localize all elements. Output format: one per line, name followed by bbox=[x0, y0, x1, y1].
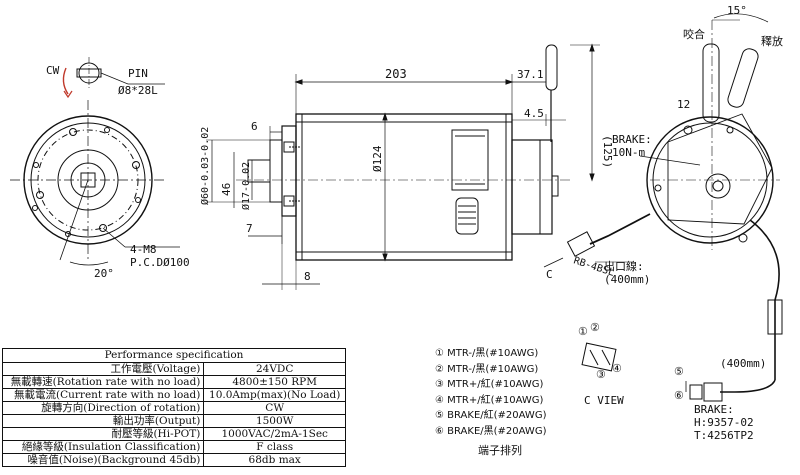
table-row: 無載轉速(Rotation rate with no load)4800±150… bbox=[1, 375, 346, 389]
pin-spec: Ø8*28L bbox=[118, 84, 158, 97]
spec-value: CW bbox=[203, 401, 346, 415]
lead-out-label: 出口線: bbox=[604, 259, 644, 273]
legend-item: ⑤ BRAKE/紅(#20AWG) bbox=[435, 410, 547, 421]
brake-torque: 10N-m bbox=[612, 146, 645, 159]
spec-value: 4800±150 RPM bbox=[203, 375, 346, 389]
table-row: 工作電壓(Voltage)24VDC bbox=[1, 362, 346, 376]
spec-key: 無載電流(Current rate with no load) bbox=[1, 388, 205, 402]
legend-item: ① MTR-/黑(#10AWG) bbox=[435, 348, 539, 359]
spec-key: 耐壓等級(Hi-POT) bbox=[1, 427, 205, 441]
cable-length: (400mm) bbox=[720, 357, 766, 370]
dim-45: 4.5 bbox=[524, 107, 544, 120]
spec-key: 輸出功率(Output) bbox=[1, 414, 205, 428]
spec-key: 無載轉速(Rotation rate with no load) bbox=[1, 375, 205, 389]
legend-item: ③ MTR+/紅(#10AWG) bbox=[435, 379, 544, 390]
cw-label: CW bbox=[46, 64, 60, 77]
legend-item: ④ MTR+/紅(#10AWG) bbox=[435, 394, 544, 406]
spec-key: 絕緣等級(Insulation Classification) bbox=[1, 440, 205, 454]
brake-t: T:4256TP2 bbox=[694, 429, 754, 442]
lead-length: (400mm) bbox=[604, 273, 650, 286]
brake-connector-title: BRAKE: bbox=[694, 403, 734, 416]
spec-value: 1000VAC/2mA-1Sec bbox=[203, 427, 346, 441]
angle-15: 15° bbox=[727, 4, 747, 17]
num-2: ② bbox=[590, 321, 600, 334]
rear-view bbox=[543, 13, 783, 402]
dia-17: Ø17-0.02 bbox=[240, 162, 252, 210]
spec-value: 24VDC bbox=[203, 362, 346, 376]
spec-key: 旋轉方向(Direction of rotation) bbox=[1, 401, 205, 415]
dim-37: 37.1 bbox=[517, 68, 544, 81]
num-1: ① bbox=[578, 325, 588, 338]
c-view-label: C VIEW bbox=[584, 394, 624, 407]
spec-key: 工作電壓(Voltage) bbox=[1, 362, 205, 376]
dia-124: Ø124 bbox=[371, 145, 384, 172]
dim-125: (125) bbox=[601, 135, 614, 168]
spec-value: 68db max bbox=[203, 453, 346, 467]
num-6: ⑥ bbox=[674, 389, 684, 402]
brake-label: BRAKE: bbox=[612, 133, 652, 146]
brake-h: H:9357-02 bbox=[694, 416, 754, 429]
spec-value: 1500W bbox=[203, 414, 346, 428]
table-row: 耐壓等級(Hi-POT)1000VAC/2mA-1Sec bbox=[1, 427, 346, 441]
dim-7: 7 bbox=[246, 222, 253, 235]
m8-label: 4-M8 bbox=[130, 243, 157, 256]
release-label: 釋放 bbox=[761, 34, 783, 48]
angle-20-label: 20° bbox=[94, 267, 114, 280]
pcd-label: P.C.DØ100 bbox=[130, 256, 190, 269]
dim-8: 8 bbox=[304, 270, 311, 283]
dim-6: 6 bbox=[251, 120, 258, 133]
side-view bbox=[206, 43, 600, 290]
c-arrow-label: C bbox=[546, 268, 553, 281]
spec-value: F class bbox=[203, 440, 346, 454]
dim-203: 203 bbox=[385, 67, 407, 81]
dim-12: 12 bbox=[677, 98, 690, 111]
terminal-legend: ① MTR-/黑(#10AWG) ② MTR-/黑(#10AWG) ③ MTR+… bbox=[435, 346, 546, 439]
labels: CW PIN Ø8*28L 4-M8 P.C.DØ100 20° 203 37.… bbox=[46, 4, 783, 457]
num-4: ④ bbox=[612, 362, 622, 375]
table-row: 無載電流(Current rate with no load)10.0Amp(m… bbox=[1, 388, 346, 402]
dia-46: 46 bbox=[220, 183, 233, 196]
pin-title: PIN bbox=[128, 67, 148, 80]
end-view bbox=[10, 57, 180, 266]
spec-title: Performance specification bbox=[2, 348, 346, 362]
c-view-figure bbox=[581, 342, 617, 372]
num-5: ⑤ bbox=[674, 365, 684, 378]
spec-value: 10.0Amp(max)(No Load) bbox=[203, 388, 346, 402]
table-row: 噪音值(Noise)(Background 45db)68db max bbox=[1, 453, 346, 467]
table-row: 絕緣等級(Insulation Classification)F class bbox=[1, 440, 346, 454]
terminal-title: 端子排列 bbox=[478, 443, 522, 457]
table-row: 旋轉方向(Direction of rotation)CW bbox=[1, 401, 346, 415]
engage-label: 咬合 bbox=[683, 27, 705, 41]
legend-item: ② MTR-/黑(#10AWG) bbox=[435, 363, 539, 375]
spec-key: 噪音值(Noise)(Background 45db) bbox=[1, 453, 205, 467]
table-row: 輸出功率(Output)1500W bbox=[1, 414, 346, 428]
performance-spec-table: Performance specification 工作電壓(Voltage)2… bbox=[1, 348, 346, 467]
dia-60: Ø60-0.03-0.02 bbox=[199, 127, 211, 205]
legend-item: ⑥ BRAKE/黑(#20AWG) bbox=[435, 425, 547, 437]
num-3: ③ bbox=[596, 368, 606, 381]
